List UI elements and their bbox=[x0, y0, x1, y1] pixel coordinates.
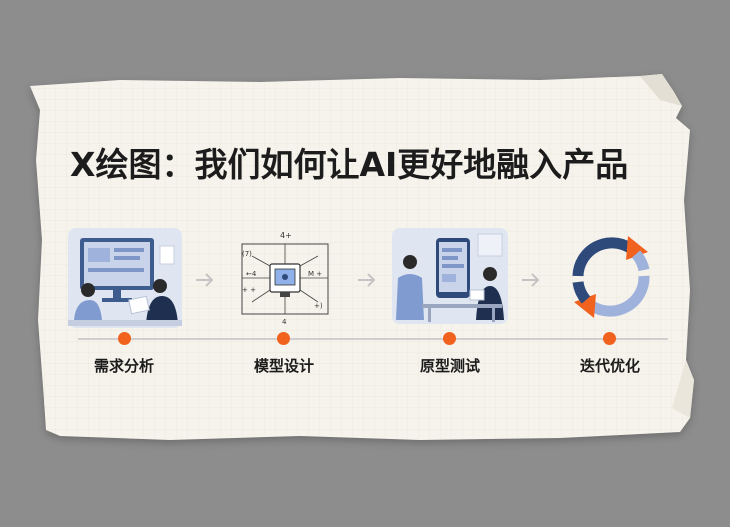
step-label-iteration: 迭代优化 bbox=[579, 357, 640, 375]
team-at-monitor-icon bbox=[68, 228, 182, 328]
arrow-right-icon bbox=[358, 273, 376, 287]
arrow-right-icon bbox=[196, 273, 214, 287]
mobile-prototype-test-icon bbox=[392, 228, 508, 324]
schematic-label-left-top: (7) bbox=[242, 250, 252, 258]
step-label-requirements: 需求分析 bbox=[93, 357, 154, 375]
timeline-line bbox=[78, 338, 668, 340]
step-label-model-design: 模型设计 bbox=[253, 357, 314, 375]
schematic-label-top: 4+ bbox=[280, 231, 292, 240]
timeline-dot-2 bbox=[277, 332, 290, 345]
schematic-label-bottom: 4 bbox=[282, 318, 287, 326]
schematic-label-mid-right: M + bbox=[308, 270, 322, 278]
arrow-right-icon bbox=[522, 273, 540, 287]
timeline-dot-3 bbox=[443, 332, 456, 345]
timeline-dot-4 bbox=[603, 332, 616, 345]
step-label-prototype-test: 原型测试 bbox=[419, 357, 480, 375]
cycle-arrows-icon bbox=[572, 236, 650, 318]
page-title: X绘图：我们如何让AI更好地融入产品 bbox=[70, 145, 629, 184]
schematic-label-right-low: +) bbox=[314, 302, 323, 310]
model-schematic-icon: 4+ (7) ←4 M + + + +) 4 bbox=[241, 231, 329, 326]
schematic-label-mid-left: ←4 bbox=[246, 270, 257, 278]
schematic-label-left-mid: + + bbox=[242, 286, 256, 294]
timeline-dot-1 bbox=[118, 332, 131, 345]
